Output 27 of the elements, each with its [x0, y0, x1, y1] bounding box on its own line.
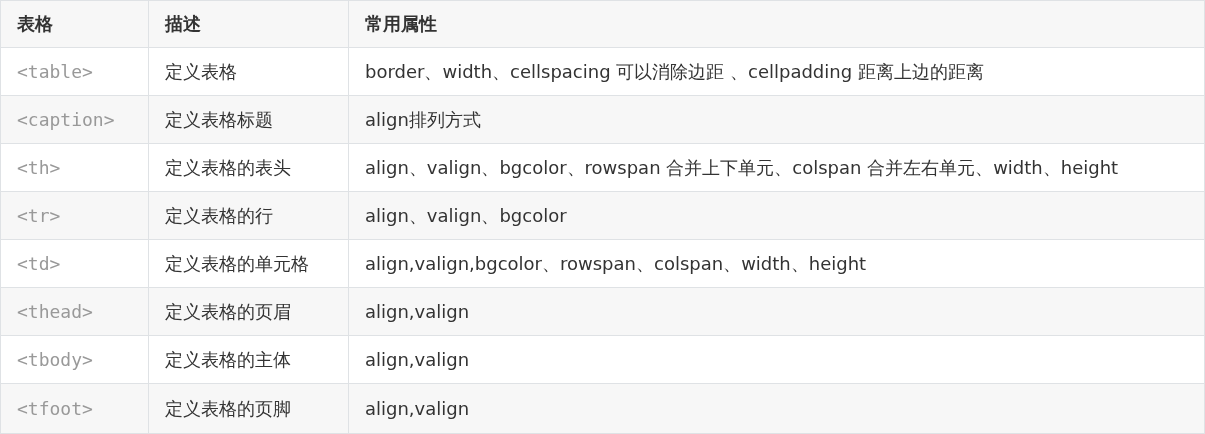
table-cell: align,valign — [349, 384, 1205, 434]
table-cell: <td> — [0, 240, 149, 288]
table-cell: 定义表格 — [149, 48, 349, 96]
header-cell: 表格 — [0, 0, 149, 48]
table-cell: 定义表格的单元格 — [149, 240, 349, 288]
header-cell: 常用属性 — [349, 0, 1205, 48]
table-cell: <thead> — [0, 288, 149, 336]
table-cell: 定义表格的页脚 — [149, 384, 349, 434]
table-cell: border、width、cellspacing 可以消除边距 、cellpadding 距离上边的距离 — [349, 48, 1205, 96]
table-cell: <caption> — [0, 96, 149, 144]
table-cell: align排列方式 — [349, 96, 1205, 144]
table-cell: align,valign — [349, 288, 1205, 336]
table-cell: 定义表格标题 — [149, 96, 349, 144]
table-cell: align,valign — [349, 336, 1205, 384]
table-cell: <tfoot> — [0, 384, 149, 434]
table-cell: 定义表格的表头 — [149, 144, 349, 192]
table-cell: <th> — [0, 144, 149, 192]
table-cell: <tr> — [0, 192, 149, 240]
table-cell: align、valign、bgcolor — [349, 192, 1205, 240]
table-cell: 定义表格的页眉 — [149, 288, 349, 336]
table-cell: <tbody> — [0, 336, 149, 384]
table-cell: 定义表格的行 — [149, 192, 349, 240]
table-cell: align、valign、bgcolor、rowspan 合并上下单元、colspan 合并左右单元、width、height — [349, 144, 1205, 192]
table-cell: 定义表格的主体 — [149, 336, 349, 384]
table-cell: align,valign,bgcolor、rowspan、colspan、width、height — [349, 240, 1205, 288]
table-cell: <table> — [0, 48, 149, 96]
header-cell: 描述 — [149, 0, 349, 48]
